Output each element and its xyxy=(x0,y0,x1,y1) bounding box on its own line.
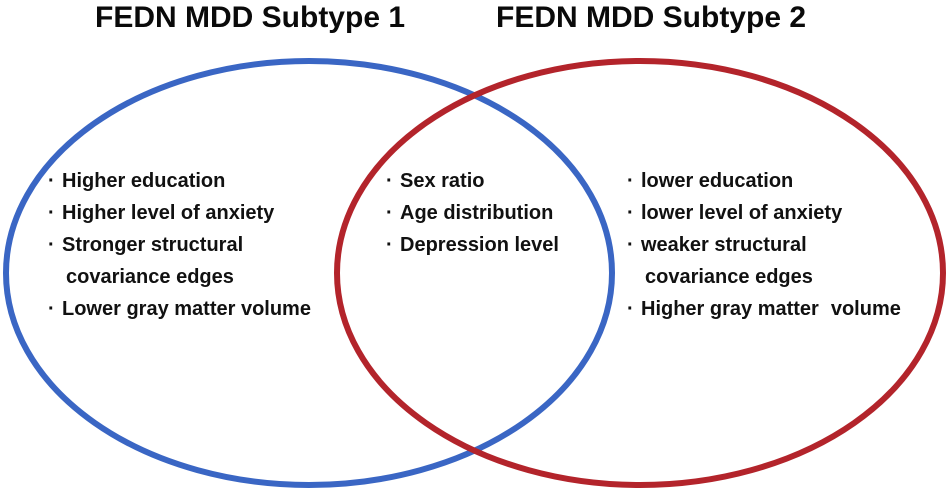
list-item-text: Stronger structural xyxy=(62,234,244,256)
list-item-text: weaker structural xyxy=(641,234,807,256)
list-item-text: lower level of anxiety xyxy=(641,202,843,224)
subtype-1-title: FEDN MDD Subtype 1 xyxy=(95,1,406,34)
list-item: Higher level of anxiety xyxy=(48,197,311,229)
list-item-text: Age distribution xyxy=(400,202,554,224)
list-item-text: Higher level of anxiety xyxy=(62,202,275,224)
list-item: Age distribution xyxy=(386,197,559,229)
subtype-2-features: lower education lower level of anxiety w… xyxy=(627,165,901,325)
subtype-2-title: FEDN MDD Subtype 2 xyxy=(496,1,807,34)
list-item-text: lower education xyxy=(641,170,794,192)
list-item-text: Higher gray matter xyxy=(641,298,819,320)
list-item: lower level of anxiety xyxy=(627,197,901,229)
list-item: Depression level xyxy=(386,229,559,261)
list-item-text: Depression level xyxy=(400,234,559,256)
list-item: Higher gray matter volume xyxy=(627,293,901,325)
list-item: Stronger structural covariance edges xyxy=(48,229,311,293)
subtype-1-ellipse xyxy=(3,58,615,488)
shared-features: Sex ratio Age distribution Depression le… xyxy=(386,165,559,261)
list-item-text: Lower gray matter volume xyxy=(62,298,311,320)
subtype-2-ellipse xyxy=(334,58,946,488)
list-item-text-tail: volume xyxy=(830,298,901,320)
list-item: lower education xyxy=(627,165,901,197)
subtype-1-features: Higher education Higher level of anxiety… xyxy=(48,165,311,325)
list-item: weaker structural covariance edges xyxy=(627,229,901,293)
list-item-text: Higher education xyxy=(62,170,226,192)
list-item-text: Sex ratio xyxy=(400,170,485,192)
list-item: Lower gray matter volume xyxy=(48,293,311,325)
list-item-continuation: covariance edges xyxy=(66,266,234,288)
list-item: Higher education xyxy=(48,165,311,197)
list-item: Sex ratio xyxy=(386,165,559,197)
list-item-continuation: covariance edges xyxy=(645,266,813,288)
